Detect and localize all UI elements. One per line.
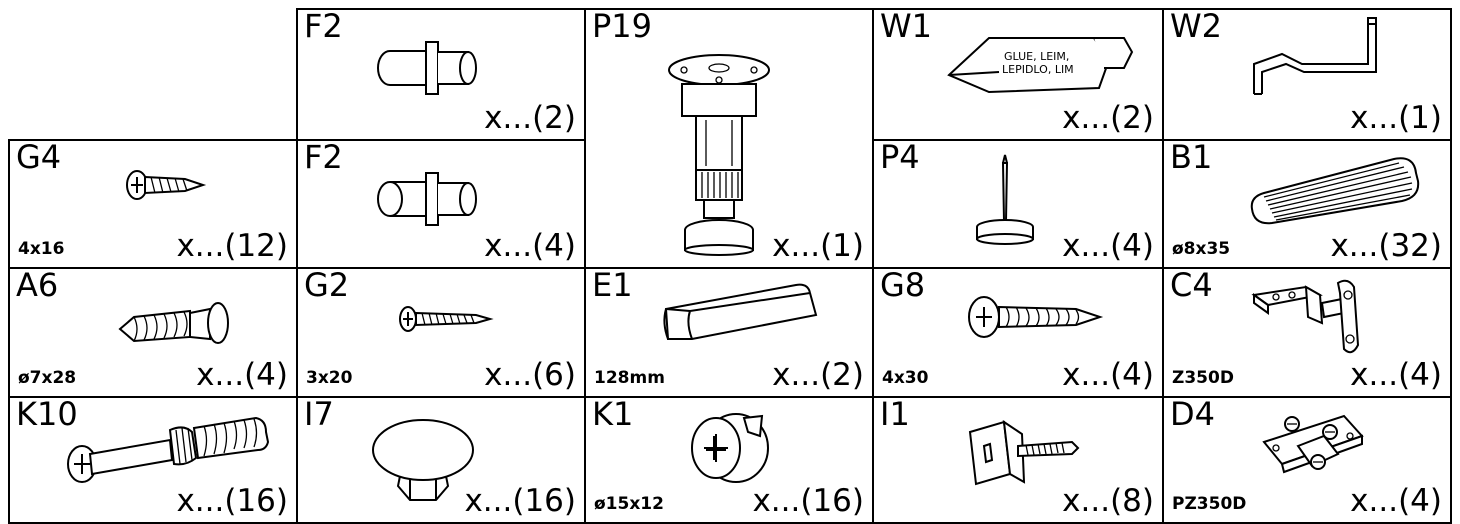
felt-pad-nail-illustration (976, 154, 1034, 245)
quantity-label: x...(1) (1350, 100, 1442, 136)
hex-key-illustration (1253, 17, 1377, 95)
part-code: K10 (16, 396, 78, 433)
part-cell-w2: W2 x...(1) (1162, 8, 1452, 141)
part-cell-b1: B1 ø8x35 x...(32) (1162, 139, 1452, 269)
part-cell-c4: C4 Z350D x...(4) (1162, 267, 1452, 398)
quantity-label: x...(6) (484, 357, 576, 393)
shelf-pin-illustration (377, 41, 477, 95)
part-code: P19 (592, 8, 653, 45)
wooden-dowel-illustration (1250, 157, 1420, 225)
shelf-pin-illustration (377, 172, 477, 226)
part-cell-g2: G2 3x20 x...(6) (296, 267, 586, 398)
size-label: ø15x12 (594, 494, 664, 514)
cam-lock-illustration (691, 413, 769, 483)
quantity-label: x...(16) (464, 483, 576, 519)
size-label: ø8x35 (1172, 239, 1231, 259)
quantity-label: x...(4) (1062, 357, 1154, 393)
quantity-label: x...(4) (1350, 357, 1442, 393)
quantity-label: x...(4) (484, 228, 576, 264)
part-cell-a6: A6 ø7x28 x...(4) (8, 267, 298, 398)
part-code: P4 (880, 139, 920, 176)
glue-label-line1: GLUE, LEIM, (1004, 50, 1069, 63)
size-label: 4x16 (18, 239, 65, 259)
part-code: F2 (304, 8, 343, 45)
part-code: F2 (304, 139, 343, 176)
size-label: PZ350D (1172, 494, 1247, 514)
part-code: K1 (592, 396, 634, 433)
quantity-label: x...(4) (1350, 483, 1442, 519)
part-cell-e1: E1 128mm x...(2) (584, 267, 874, 398)
part-cell-g4: G4 4x16 x...(12) (8, 139, 298, 269)
glue-label-line2: LEPIDLO, LIM (1002, 63, 1074, 76)
quantity-label: x...(2) (772, 357, 864, 393)
size-label: 128mm (594, 368, 665, 388)
part-cell-f2-bottom: F2 x...(4) (296, 139, 586, 269)
size-label: Z350D (1172, 368, 1234, 388)
part-cell-p4: P4 x...(4) (872, 139, 1164, 269)
part-cell-d4: D4 PZ350D x...(4) (1162, 396, 1452, 524)
part-cell-k1: K1 ø15x12 x...(16) (584, 396, 874, 524)
quantity-label: x...(16) (752, 483, 864, 519)
screw-illustration (126, 170, 207, 200)
quantity-label: x...(4) (1062, 228, 1154, 264)
part-code: W1 (880, 8, 932, 45)
part-cell-p19: P19 x...(1) (584, 8, 874, 269)
connector-bolt-illustration (67, 416, 270, 483)
part-code: I1 (880, 396, 910, 433)
part-code: E1 (592, 267, 633, 304)
cam-bolt-illustration (118, 302, 229, 344)
cover-cap-illustration (372, 419, 474, 501)
part-code: I7 (304, 396, 334, 433)
adjustable-leg-illustration (668, 54, 770, 256)
wall-bracket-illustration (968, 419, 1080, 486)
hinge-mounting-plate-illustration (1262, 414, 1364, 474)
quantity-label: x...(12) (176, 228, 288, 264)
concealed-hinge-illustration (1251, 279, 1360, 354)
screw-illustration (968, 296, 1104, 338)
part-code: G8 (880, 267, 926, 304)
part-cell-f2-top: F2 x...(2) (296, 8, 586, 141)
part-code: G4 (16, 139, 62, 176)
part-code: D4 (1170, 396, 1215, 433)
part-code: A6 (16, 267, 59, 304)
part-cell-i7: I7 x...(16) (296, 396, 586, 524)
size-label: 4x30 (882, 368, 929, 388)
part-cell-k10: K10 x...(16) (8, 396, 298, 524)
quantity-label: x...(1) (772, 228, 864, 264)
part-code: C4 (1170, 267, 1213, 304)
quantity-label: x...(16) (176, 483, 288, 519)
part-code: W2 (1170, 8, 1222, 45)
part-cell-i1: I1 x...(8) (872, 396, 1164, 524)
part-cell-w1: W1 GLUE, LEIM, LEPIDLO, LIM x...(2) (872, 8, 1164, 141)
part-cell-g8: G8 4x30 x...(4) (872, 267, 1164, 398)
glue-bottle-illustration: GLUE, LEIM, LEPIDLO, LIM (947, 37, 1134, 94)
size-label: ø7x28 (18, 368, 77, 388)
part-code: G2 (304, 267, 350, 304)
size-label: 3x20 (306, 368, 353, 388)
handle-profile-illustration (663, 283, 818, 340)
quantity-label: x...(4) (196, 357, 288, 393)
quantity-label: x...(2) (1062, 100, 1154, 136)
part-code: B1 (1170, 139, 1213, 176)
quantity-label: x...(2) (484, 100, 576, 136)
quantity-label: x...(8) (1062, 483, 1154, 519)
screw-illustration (399, 306, 494, 332)
quantity-label: x...(32) (1330, 228, 1442, 264)
